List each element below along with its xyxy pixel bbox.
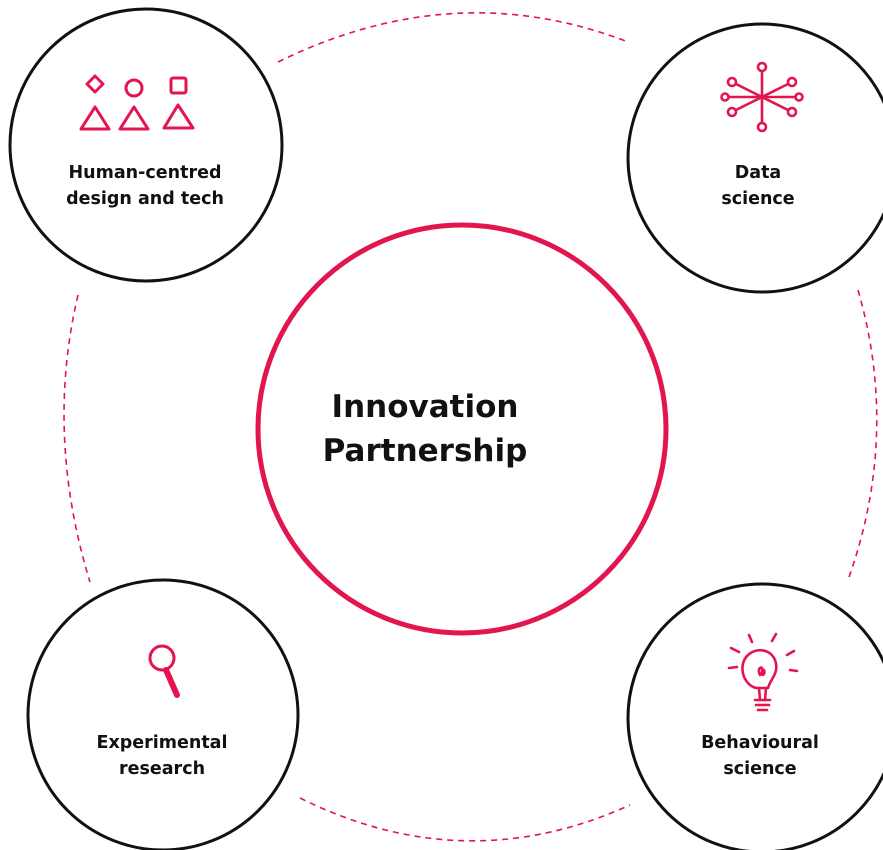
node-circle-top-right [626,22,883,294]
network-icon [720,61,804,133]
node-label-line2: science [723,759,797,779]
center-title-line2: Partnership [322,433,528,469]
node-circle-bottom-right [626,582,883,850]
node-label-line2: research [118,759,206,779]
magnifying-glass-icon [148,644,180,698]
node-label-human-centred-design: Human-centred design and tech [45,160,245,212]
node-circle-bottom-left [26,578,300,850]
node-label-data-science: Data science [658,160,858,212]
lightbulb-icon [727,632,799,712]
dashed-arc-left [63,294,91,583]
node-label-behavioural-science: Behavioural science [660,730,860,782]
center-circle [255,222,669,636]
shapes-icon [79,74,195,131]
node-label-line1: Data [734,163,782,183]
node-label-line2: science [721,189,795,209]
center-title: Innovation Partnership [275,385,575,473]
node-label-experimental-research: Experimental research [62,730,262,782]
node-label-line2: design and tech [66,189,224,209]
dashed-arc-bottom [299,797,631,842]
dashed-connectors [63,12,878,842]
node-circle-top-left [8,7,284,283]
node-label-line1: Behavioural [701,733,819,753]
node-label-line1: Human-centred [68,163,222,183]
dashed-arc-right [847,289,878,581]
node-label-line1: Experimental [96,733,228,753]
dashed-arc-top [277,12,629,63]
center-title-line1: Innovation [331,389,519,425]
